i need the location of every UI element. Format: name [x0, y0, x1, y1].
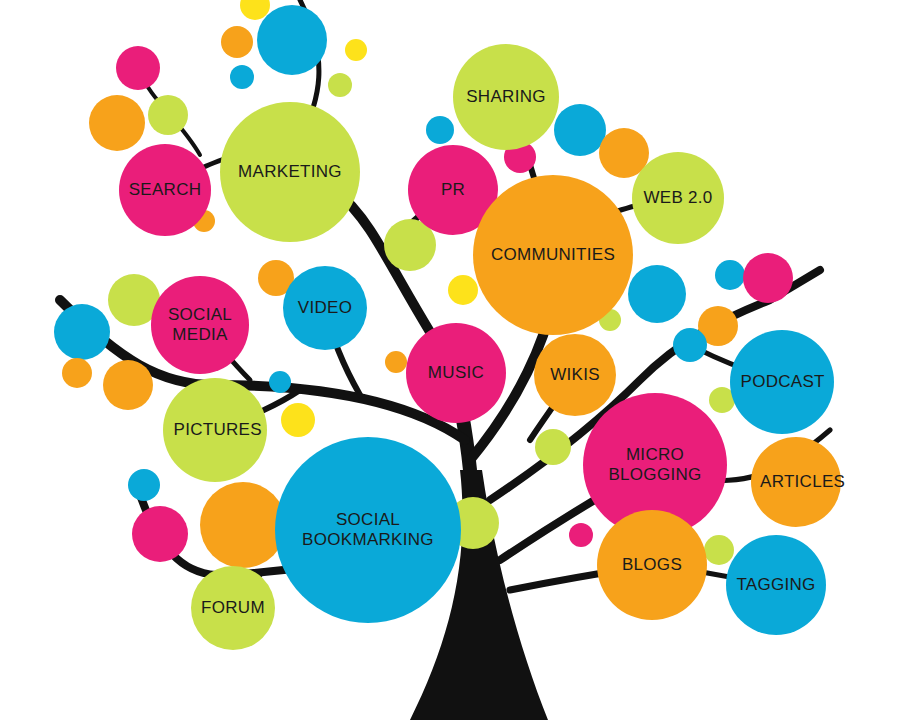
topic-label: SOCIAL MEDIA — [162, 305, 237, 346]
decor-circle — [62, 358, 92, 388]
topic-label: MUSIC — [428, 363, 484, 383]
topic-circle: TAGGING — [726, 535, 826, 635]
decor-circle — [103, 360, 153, 410]
topic-label: COMMUNITIES — [491, 245, 615, 265]
topic-label: PODCAST — [741, 372, 824, 392]
decor-circle — [385, 351, 407, 373]
topic-circle: VIDEO — [283, 266, 367, 350]
topic-circle: PICTURES — [163, 378, 267, 482]
decor-circle — [345, 39, 367, 61]
topic-circle: PODCAST — [730, 330, 834, 434]
decor-circle — [257, 5, 327, 75]
topic-label: BLOGS — [622, 555, 682, 575]
decor-circle — [554, 104, 606, 156]
topic-label: MARKETING — [238, 162, 342, 182]
topic-circle: SOCIAL MEDIA — [151, 276, 248, 373]
topic-label: SEARCH — [129, 180, 202, 200]
decor-circle — [426, 116, 454, 144]
decor-circle — [628, 265, 686, 323]
decor-circle — [230, 65, 254, 89]
topic-circle: WIKIS — [534, 334, 616, 416]
decor-circle — [128, 469, 160, 501]
decor-circle — [448, 275, 478, 305]
topic-circle: FORUM — [191, 566, 275, 650]
decor-circle — [673, 328, 707, 362]
topic-circle: SOCIAL BOOKMARKING — [275, 437, 461, 623]
topic-circle: MARKETING — [220, 102, 360, 242]
decor-circle — [240, 0, 270, 20]
topic-circle: ARTICLES — [751, 437, 841, 527]
topic-label: FORUM — [201, 598, 265, 618]
decor-circle — [281, 403, 315, 437]
decor-circle — [743, 253, 793, 303]
decor-circle — [89, 95, 145, 151]
topic-label: ARTICLES — [760, 472, 832, 492]
decor-circle — [328, 73, 352, 97]
decor-circle — [54, 304, 110, 360]
topic-circle: BLOGS — [597, 510, 707, 620]
decor-circle — [221, 26, 253, 58]
decor-circle — [148, 95, 188, 135]
decor-circle — [200, 482, 286, 568]
decor-circle — [704, 535, 734, 565]
decor-circle — [269, 371, 291, 393]
topic-circle: SHARING — [453, 44, 559, 150]
topic-label: SHARING — [466, 87, 546, 107]
decor-circle — [132, 506, 188, 562]
topic-label: TAGGING — [736, 575, 815, 595]
topic-label: MICRO BLOGGING — [598, 445, 713, 486]
decor-circle — [569, 523, 593, 547]
topic-label: PR — [441, 180, 465, 200]
topic-label: WEB 2.0 — [643, 188, 712, 208]
decor-circle — [715, 260, 745, 290]
topic-circle: WEB 2.0 — [632, 152, 724, 244]
decor-circle — [535, 429, 571, 465]
topic-label: VIDEO — [298, 298, 352, 318]
topic-circle: MUSIC — [406, 323, 506, 423]
topic-circle: SEARCH — [119, 144, 211, 236]
topic-label: WIKIS — [550, 365, 600, 385]
topic-label: SOCIAL BOOKMARKING — [294, 510, 443, 551]
decor-circle — [116, 46, 160, 90]
topic-circle: COMMUNITIES — [473, 175, 633, 335]
topic-label: PICTURES — [174, 420, 257, 440]
